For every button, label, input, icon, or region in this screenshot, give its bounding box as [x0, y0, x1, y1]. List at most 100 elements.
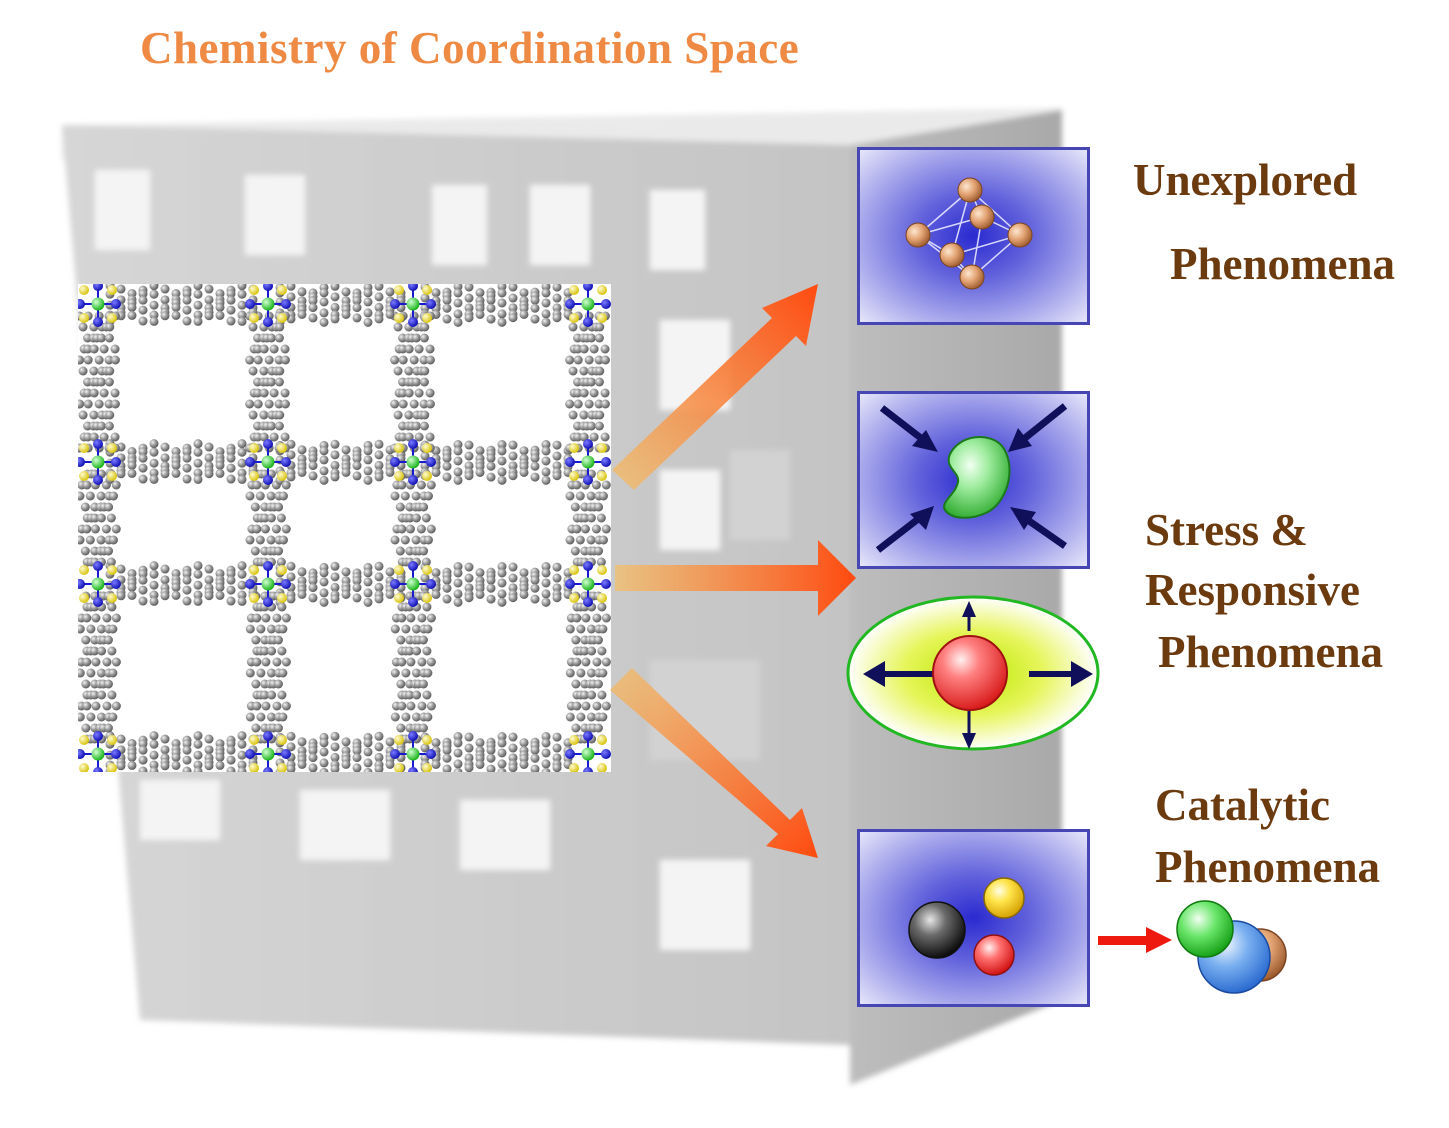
framework-atom [374, 742, 384, 752]
framework-atom [596, 557, 606, 567]
framework-atom [249, 443, 259, 453]
framework-atom [541, 759, 551, 769]
framework-atom [341, 567, 351, 577]
framework-atom [404, 344, 414, 354]
framework-atom [497, 589, 507, 599]
framework-atom [352, 576, 362, 586]
framework-atom [96, 712, 106, 722]
framework-atom [374, 572, 384, 582]
framework-atom [269, 344, 279, 354]
framework-atom [418, 723, 428, 733]
framework-atom [393, 410, 403, 420]
framework-atom [586, 513, 596, 523]
framework-atom [363, 308, 373, 318]
framework-atom [274, 399, 284, 409]
framework-atom [319, 738, 329, 748]
framework-atom [91, 613, 101, 623]
framework-atom [276, 513, 286, 523]
framework-atom [600, 388, 610, 398]
framework-atom [601, 299, 611, 309]
framework-atom [127, 752, 137, 762]
framework-atom [280, 344, 290, 354]
framework-atom [237, 750, 247, 760]
framework-atom [576, 712, 586, 722]
framework-atom [149, 596, 159, 606]
framework-atom [260, 513, 270, 523]
framework-atom [138, 569, 148, 579]
framework-atom [583, 561, 593, 571]
framework-atom [486, 575, 496, 585]
framework-atom [390, 579, 400, 589]
framework-atom [464, 293, 474, 303]
framework-atom [93, 281, 103, 291]
framework-atom [237, 281, 247, 291]
framework-atom [116, 284, 126, 294]
framework-atom [107, 735, 117, 745]
framework-atom [193, 590, 203, 600]
framework-atom [409, 355, 419, 365]
framework-atom [111, 480, 121, 490]
framework-atom [530, 472, 540, 482]
framework-atom [552, 440, 562, 450]
framework-atom [171, 752, 181, 762]
framework-atom [453, 732, 463, 742]
framework-atom [390, 624, 400, 634]
framework-atom [508, 303, 518, 313]
framework-atom [464, 573, 474, 583]
framework-atom [552, 753, 562, 763]
framework-atom [273, 723, 283, 733]
framework-atom [103, 679, 113, 689]
framework-atom [138, 289, 148, 299]
framework-atom [83, 344, 93, 354]
framework-atom [127, 590, 137, 600]
framework-atom [127, 460, 137, 470]
framework-atom [363, 297, 373, 307]
framework-atom [86, 668, 96, 678]
framework-atom [571, 723, 581, 733]
framework-atom [390, 355, 400, 365]
framework-atom [579, 344, 589, 354]
framework-atom [569, 471, 579, 481]
framework-atom [464, 461, 474, 471]
framework-atom [541, 578, 551, 588]
framework-atom [363, 597, 373, 607]
framework-atom [266, 712, 276, 722]
framework-atom [106, 513, 116, 523]
framework-atom [149, 447, 159, 457]
framework-atom [99, 432, 109, 442]
framework-atom [417, 657, 427, 667]
framework-atom [575, 535, 585, 545]
framework-atom [530, 753, 540, 763]
framework-atom [411, 491, 421, 501]
framework-atom [249, 313, 259, 323]
framework-atom [272, 657, 282, 667]
framework-atom [406, 657, 416, 667]
framework-atom [267, 646, 277, 656]
framework-atom [552, 471, 562, 481]
framework-atom [422, 690, 432, 700]
framework-atom [308, 753, 318, 763]
framework-atom [215, 302, 225, 312]
framework-atom [308, 303, 318, 313]
framework-atom [385, 467, 395, 477]
framework-atom [419, 399, 429, 409]
framework-atom [541, 568, 551, 578]
framework-atom [193, 580, 203, 590]
framework-atom [261, 455, 275, 469]
framework-atom [204, 442, 214, 452]
framework-atom [390, 457, 400, 467]
framework-atom [111, 457, 121, 467]
framework-atom [278, 668, 288, 678]
framework-atom [586, 535, 596, 545]
framework-atom [149, 458, 159, 468]
framework-atom [597, 690, 607, 700]
framework-atom [395, 502, 405, 512]
framework-atom [579, 410, 589, 420]
framework-atom [264, 355, 274, 365]
framework-atom [408, 561, 418, 571]
framework-atom [591, 480, 601, 490]
framework-atom [160, 469, 170, 479]
framework-atom [464, 763, 474, 773]
framework-atom [245, 491, 255, 501]
